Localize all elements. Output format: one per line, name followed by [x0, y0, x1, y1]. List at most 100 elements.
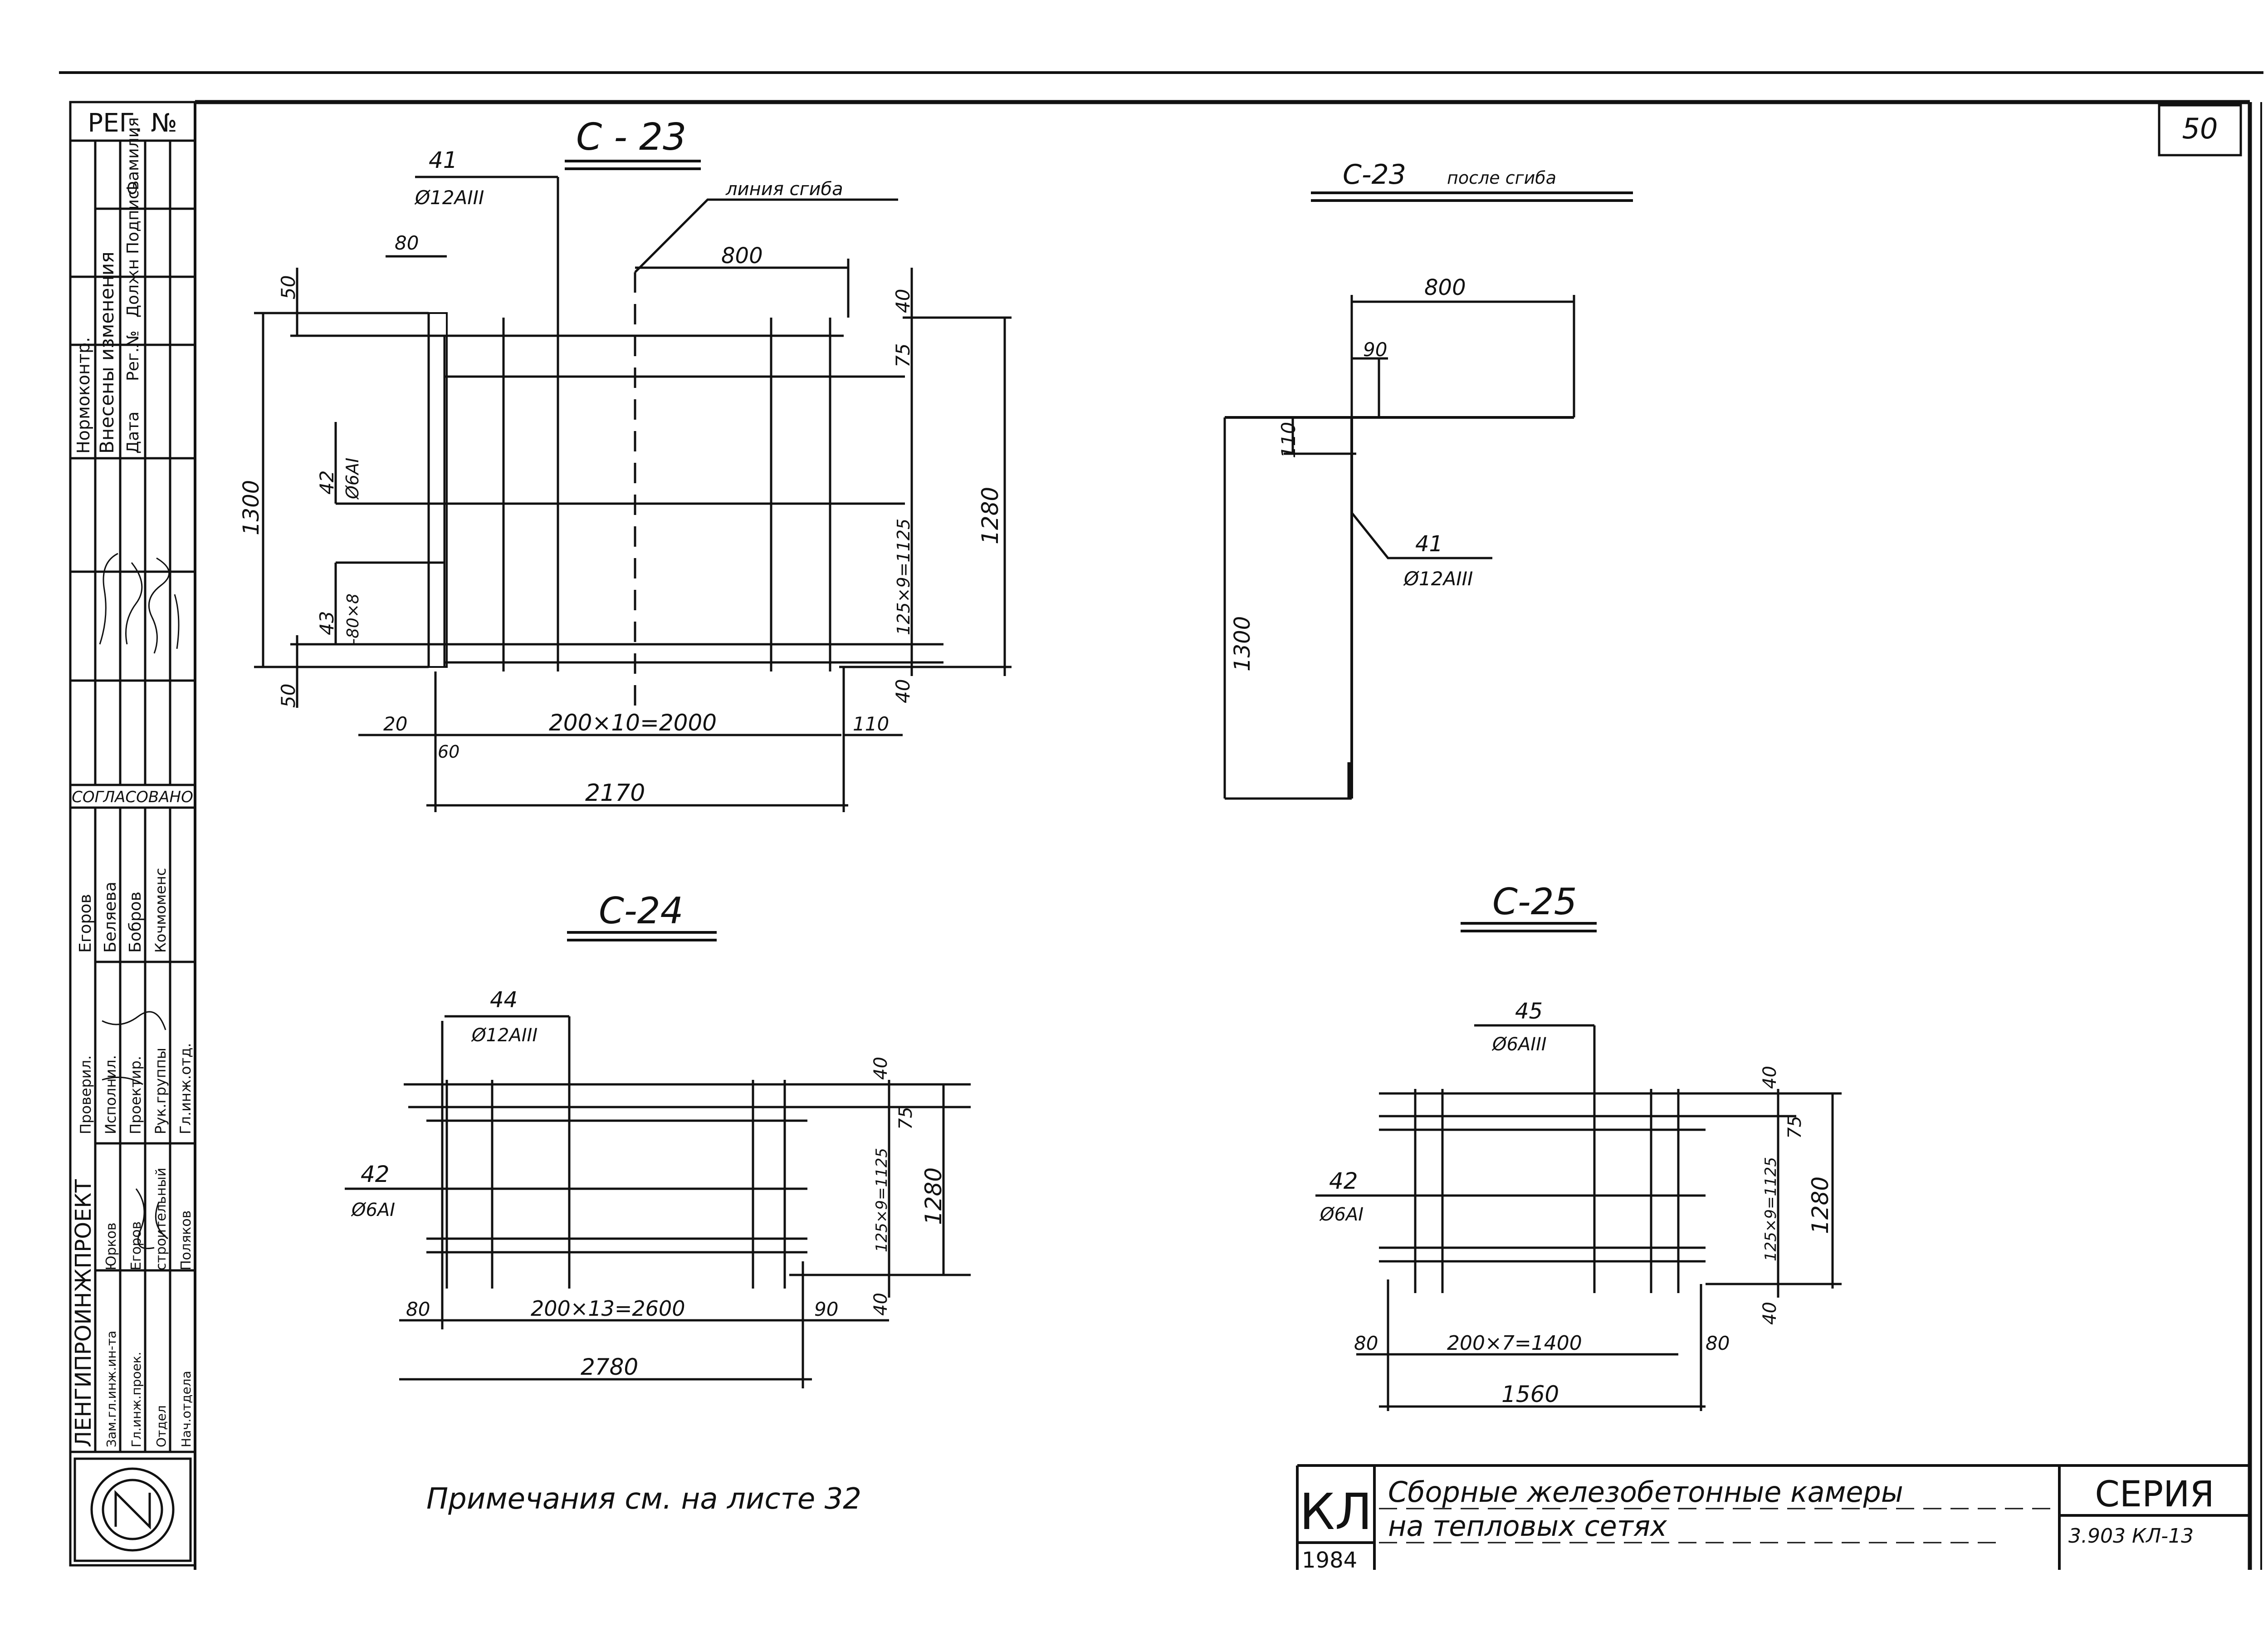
organization-emblem: [90, 1467, 175, 1552]
c23-bar42-spec: Ø6AI: [342, 458, 362, 500]
org-name-4: Поляков: [178, 1211, 194, 1270]
norm-control-label: Нормоконтр.: [73, 337, 93, 454]
stamp-col-date: Дата: [124, 412, 142, 454]
org-role-4: Нач.отдела: [179, 1371, 194, 1447]
title-block-description-2: на тепловых сетях: [1388, 1510, 1667, 1543]
c24-bar42-spec: Ø6AI: [351, 1200, 395, 1220]
drawing-c24: С-24 44 Ø12AIII 42 Ø6A: [345, 890, 971, 1388]
c23-dim-40-top: 40: [892, 289, 914, 313]
c24-bar42-number: 42: [361, 1161, 390, 1187]
c23-dim-40-bottom: 40: [892, 679, 914, 703]
c24-dim-2780: 2780: [581, 1354, 638, 1380]
org-name-2: Егоров: [128, 1221, 144, 1270]
stamp-col-signature: Подпись: [124, 181, 142, 254]
c25-dim-80-left: 80: [1354, 1332, 1378, 1354]
c23-bent-dim-110: 110: [1277, 422, 1300, 458]
agreed-name-4: Кочмоменс: [152, 868, 169, 953]
agreed-name-1: Егоров: [76, 894, 95, 953]
c23-dim-80: 80: [395, 232, 419, 254]
c23-bent-bar41-spec: Ø12AIII: [1403, 568, 1473, 590]
c23-bar43-spec: -80×8: [344, 593, 362, 644]
c25-title: С-25: [1492, 881, 1577, 923]
c24-title: С-24: [599, 890, 684, 932]
sheet-number: 50: [2182, 112, 2218, 145]
c25-dim-125x9: 125×9=1125: [1762, 1157, 1780, 1261]
c23-bar41-spec: Ø12AIII: [414, 186, 484, 209]
c23-bent-subtitle: после сгиба: [1447, 168, 1556, 188]
c25-dim-80-right: 80: [1706, 1332, 1730, 1354]
c23-bar43-number: 43: [316, 611, 338, 635]
drawing-c23-bent: С-23 после сгиба 800 90 110 1300 41 Ø12A…: [1223, 159, 1633, 800]
c24-dim-90: 90: [814, 1298, 838, 1320]
sheet-number-box: 50: [2158, 104, 2242, 157]
c23-bar41-number: 41: [429, 147, 458, 173]
agreed-label: СОГЛАСОВАНО: [72, 788, 193, 806]
c23-dim-125x9: 125×9=1125: [894, 519, 914, 635]
org-role-3: Отдел: [154, 1405, 169, 1447]
c23-bent-dim-800: 800: [1424, 275, 1466, 300]
c25-dim-1560: 1560: [1501, 1381, 1559, 1407]
c24-dim-125x9: 125×9=1125: [873, 1148, 891, 1252]
c25-dim-1280: 1280: [1807, 1176, 1833, 1234]
c23-dim-2000: 200×10=2000: [549, 710, 717, 736]
c23-bent-dim-90: 90: [1363, 338, 1387, 361]
changes-made-label: Внесены изменения: [96, 252, 118, 454]
c24-dim-80: 80: [406, 1298, 430, 1320]
c24-dim-2600: 200×13=2600: [531, 1296, 685, 1321]
c25-dim-75: 75: [1784, 1116, 1805, 1139]
sheet-frame: [59, 71, 2263, 1570]
title-block-series-number: 3.903 КЛ-13: [2068, 1524, 2194, 1548]
organization-name: ЛЕНГИПРОИНЖПРОЕКТ: [71, 1179, 96, 1447]
signatures: [99, 553, 180, 1250]
agreed-name-3: Бобров: [126, 892, 145, 953]
title-block: КЛ Сборные железобетонные камеры на тепл…: [1296, 1464, 2250, 1573]
stamp-text: РЕГ. № Нормоконтр. Внесены изменения Дат…: [71, 108, 194, 1447]
title-block-description-1: Сборные железобетонные камеры: [1388, 1475, 1903, 1509]
agreed-name-2: Беляева: [101, 882, 120, 953]
title-block-series-label: СЕРИЯ: [2095, 1474, 2214, 1515]
stamp-col-reg: Рег.№: [124, 330, 142, 381]
c24-bar44-number: 44: [490, 987, 518, 1013]
c25-bar42-spec: Ø6AI: [1319, 1204, 1364, 1225]
c23-dim-50-bottom: 50: [277, 684, 299, 708]
c23-dim-1280: 1280: [977, 487, 1003, 544]
c24-bar44-spec: Ø12AIII: [471, 1025, 538, 1046]
role-4: Исполнил.: [102, 1055, 119, 1134]
c24-dim-75: 75: [895, 1107, 916, 1130]
c25-dim-1400: 200×7=1400: [1447, 1332, 1582, 1355]
c23-bent-dim-1300: 1300: [1230, 616, 1255, 671]
role-3: Проектир.: [127, 1056, 144, 1134]
c24-dim-1280: 1280: [920, 1167, 947, 1225]
c23-dim-20: 20: [383, 713, 407, 735]
stamp-col-surname: Фамилия: [124, 117, 142, 195]
c23-bend-line-label: линия сгиба: [725, 179, 843, 200]
title-block-year: 1984: [1302, 1548, 1357, 1573]
c23-dim-60: 60: [438, 742, 459, 762]
c23-title: С - 23: [576, 116, 686, 159]
c23-bar42-number: 42: [316, 471, 338, 495]
drawing-c23: С - 23: [239, 116, 1012, 812]
c23-bent-bar41-number: 41: [1415, 531, 1443, 557]
c23-dim-1300: 1300: [239, 480, 264, 535]
org-role-2: Гл.инж.проек.: [129, 1352, 144, 1447]
left-stamp: [69, 101, 196, 1567]
c24-dim-40-bottom: 40: [870, 1293, 891, 1316]
note-text: Примечания см. на листе 32: [426, 1482, 861, 1516]
org-role-1: Зам.гл.инж.ин-та: [104, 1331, 119, 1447]
stamp-col-post: Должн: [124, 259, 142, 318]
c23-bent-title: С-23: [1343, 159, 1406, 191]
c23-dim-110: 110: [853, 713, 889, 735]
role-1: Гл.инж.отд.: [177, 1043, 194, 1134]
c25-bar42-number: 42: [1329, 1168, 1358, 1194]
c25-dim-40-bottom: 40: [1760, 1302, 1780, 1325]
title-block-code: КЛ: [1300, 1483, 1373, 1541]
c25-bar45-spec: Ø6AIII: [1491, 1034, 1547, 1055]
c25-bar45-number: 45: [1515, 999, 1543, 1024]
org-name-1: Юрков: [103, 1222, 119, 1270]
c23-dim-50-top: 50: [277, 275, 299, 299]
c23-dim-2170: 2170: [585, 779, 645, 807]
c23-dim-800: 800: [721, 243, 763, 269]
role-2: Рук.группы: [152, 1048, 169, 1134]
